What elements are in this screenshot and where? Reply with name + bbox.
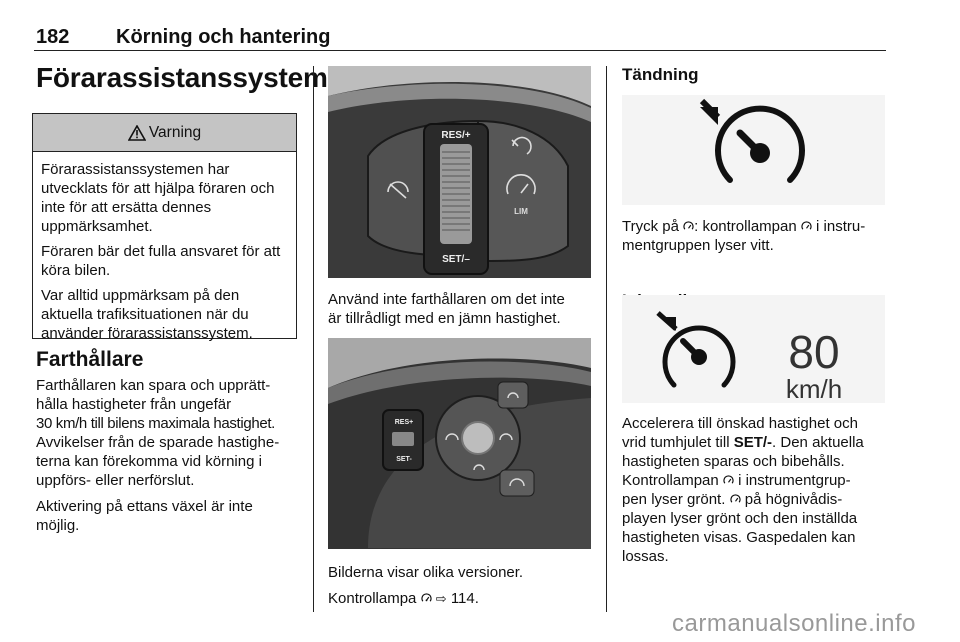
warning-triangle-icon xyxy=(127,124,146,141)
set-speed-unit: km/h xyxy=(786,374,842,403)
text-line: Aktivering på ettans växel är inte xyxy=(36,498,253,515)
cruise-heading: Farthållare xyxy=(36,348,144,371)
cruise-control-icon xyxy=(801,221,812,230)
reference-line: Kontrollampa ⇨ 114. xyxy=(328,589,603,608)
page-reference-arrow-icon: ⇨ xyxy=(435,591,447,606)
text-fragment: . Den aktuella xyxy=(772,434,864,451)
text-line: Avvikelser från de sparade hastighe- xyxy=(36,434,280,451)
cruise-control-icon xyxy=(729,494,741,503)
caption-2: Bilderna visar olika versioner. Kontroll… xyxy=(328,563,603,608)
text-line: pen lyser grönt. på högnivådis- xyxy=(622,490,897,509)
warning-heading: Varning xyxy=(148,123,202,141)
text-fragment: på högnivådis- xyxy=(740,491,843,508)
text-line: playen lyser grönt och den inställda xyxy=(622,510,858,527)
text-fragment: Kontrollampan xyxy=(622,472,723,489)
warning-paragraph: Var alltid uppmärksam på den aktuella tr… xyxy=(41,287,253,342)
warning-box: Varning Förarassistanssystemen har utvec… xyxy=(32,113,297,342)
warning-paragraph: Förarassistanssystemen har utvecklats fö… xyxy=(41,161,275,235)
ignition-text: Tryck på : kontrollampan i instru- mentg… xyxy=(622,217,892,255)
text-line: terna kan förekomma vid körning i xyxy=(36,453,262,470)
warning-header: Varning xyxy=(33,114,296,152)
set-speed-value: 80 xyxy=(788,326,839,378)
header-divider xyxy=(34,50,886,51)
text-line: vrid tumhjulet till SET/-. Den aktuella xyxy=(622,433,897,452)
text-line: Accelerera till önskad hastighet och xyxy=(622,415,858,432)
text-line: Bilderna visar olika versioner. xyxy=(328,564,524,581)
text-fragment: pen lyser grönt. xyxy=(622,491,730,508)
steering-wheel-illustration-2: RES+ SET- xyxy=(328,338,591,549)
text-line: mentgruppen lyser vitt. xyxy=(622,237,774,254)
steering-wheel-controls-photo-2: RES+ SET- xyxy=(328,338,591,549)
text-line: är tillrådligt med en jämn hastighet. xyxy=(328,310,561,327)
cruise-control-icon xyxy=(420,593,432,602)
ignition-heading: Tändning xyxy=(622,65,699,84)
steering-wheel-controls-photo-1: RES/+ SET/– LIM xyxy=(328,66,591,278)
text-fragment: Tryck på xyxy=(622,218,684,235)
set-label: SET/– xyxy=(442,254,470,265)
set-label: SET- xyxy=(396,456,412,463)
page-title: Förarassistanssystem xyxy=(36,62,328,93)
text-line: Använd inte farthållaren om det inte xyxy=(328,291,565,308)
cruise-control-icon-large xyxy=(622,95,885,205)
ref-page: 114. xyxy=(450,590,479,607)
set-control-label: SET/- xyxy=(733,434,773,451)
lim-label: LIM xyxy=(514,207,528,216)
steering-wheel-illustration: RES/+ SET/– LIM xyxy=(328,66,591,278)
cruise-text: Farthållaren kan spara och upprätt- håll… xyxy=(36,376,311,535)
ref-prefix: Kontrollampa xyxy=(328,590,417,607)
caption-1: Använd inte farthållaren om det inte är … xyxy=(328,290,603,328)
text-fragment: vrid tumhjulet till xyxy=(622,434,734,451)
text-line: hastigheten sparas och bibehålls. xyxy=(622,453,845,470)
text-line: lossas. xyxy=(622,548,669,565)
text-line: 30 km/h till bilens maximala hastighet. xyxy=(36,415,275,432)
res-label: RES/+ xyxy=(441,130,470,141)
watermark: carmanualsonline.info xyxy=(672,610,916,637)
text-line: hastigheten visas. Gaspedalen kan xyxy=(622,529,856,546)
text-fragment: i instrumentgrup- xyxy=(733,472,851,489)
engage-display: 80 km/h xyxy=(622,307,885,404)
cruise-control-icon xyxy=(723,475,734,484)
column-divider-right xyxy=(606,66,607,612)
text-line: Kontrollampan i instrumentgrup- xyxy=(622,471,897,490)
text-line: uppförs- eller nerförslut. xyxy=(36,472,195,489)
text-line: Farthållaren kan spara och upprätt- xyxy=(36,377,271,394)
text-line: möjlig. xyxy=(36,517,80,534)
text-line: Tryck på : kontrollampan i instru- xyxy=(622,217,892,236)
text-fragment: : kontrollampan xyxy=(694,218,801,235)
ignition-indicator-panel xyxy=(622,95,885,205)
text-line: hålla hastigheter från ungefär xyxy=(36,396,232,413)
column-divider-left xyxy=(313,66,314,612)
cruise-control-icon xyxy=(683,221,694,230)
engage-text: Accelerera till önskad hastighet och vri… xyxy=(622,414,897,566)
res-label: RES+ xyxy=(395,419,413,426)
warning-paragraph: Föraren bär det fulla ansvaret för att k… xyxy=(41,243,281,279)
section-title: Körning och hantering xyxy=(116,26,331,48)
page-number: 182 xyxy=(36,26,70,48)
text-fragment: i instru- xyxy=(811,218,866,235)
engage-indicator-panel: 80 km/h xyxy=(622,295,885,404)
